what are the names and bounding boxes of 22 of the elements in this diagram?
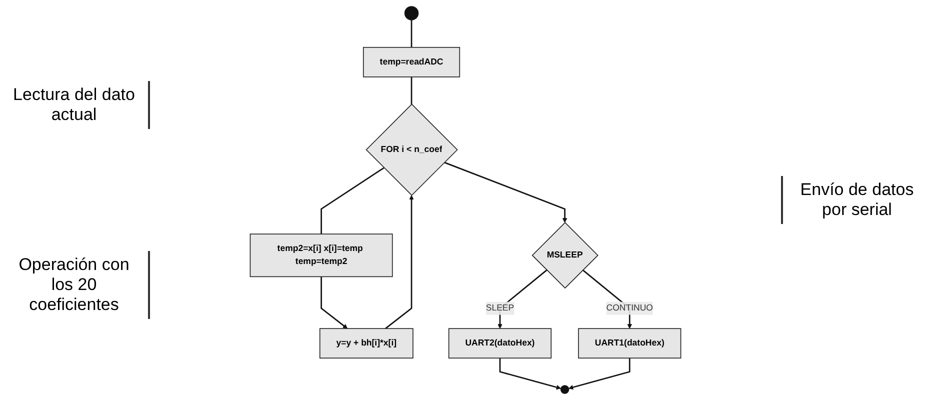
- node-box: temp=readADC: [362, 46, 460, 78]
- node-box: temp2=x[i] x[i]=temp temp=temp2: [250, 234, 393, 278]
- edge-label: CONTINUO: [606, 303, 653, 313]
- arrow: [320, 276, 348, 329]
- arrow: [385, 195, 414, 330]
- connector: [410, 76, 412, 104]
- node-box: UART1(datoHex): [578, 328, 682, 358]
- arrow: [499, 358, 562, 390]
- node-circle: [404, 6, 419, 20]
- bracket-note: Operación con los 20 coeficientes: [0, 251, 150, 319]
- node-circle: [560, 385, 570, 394]
- edge-label: SLEEP: [486, 303, 514, 313]
- node-box: UART2(datoHex): [448, 328, 552, 358]
- arrow: [444, 162, 568, 223]
- node-box: y=y + bh[i]*x[i]: [319, 328, 414, 358]
- connector: [320, 167, 384, 234]
- connector: [410, 20, 412, 48]
- bracket-note: Lectura del dato actual: [0, 81, 150, 129]
- bracket-note: Envío de datos por serial: [781, 176, 931, 224]
- arrow: [568, 358, 630, 390]
- node-diamond: FOR i < n_coef: [366, 104, 458, 196]
- node-diamond: MSLEEP: [532, 222, 598, 289]
